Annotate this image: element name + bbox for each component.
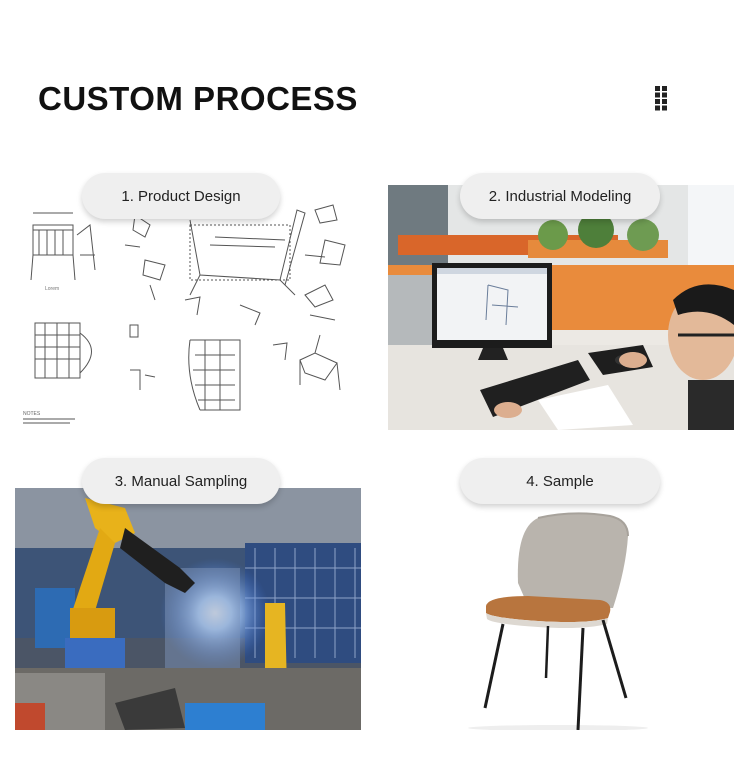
svg-text:Lorem: Lorem xyxy=(45,286,59,292)
step-4-label: 4. Sample xyxy=(460,458,660,504)
step-3-label: 3. Manual Sampling xyxy=(82,458,280,504)
robotic-welding-photo xyxy=(15,488,361,730)
grid-icon[interactable] xyxy=(655,86,668,111)
chair-product-photo xyxy=(388,488,734,730)
page-title: CUSTOM PROCESS xyxy=(38,80,358,117)
svg-text:NOTES: NOTES xyxy=(23,411,41,417)
office-modeling-photo xyxy=(388,185,734,430)
step-1-label: 1. Product Design xyxy=(82,173,280,219)
step-2-label: 2. Industrial Modeling xyxy=(460,173,660,219)
technical-drawing-image: Lorem NOTES xyxy=(15,185,365,430)
